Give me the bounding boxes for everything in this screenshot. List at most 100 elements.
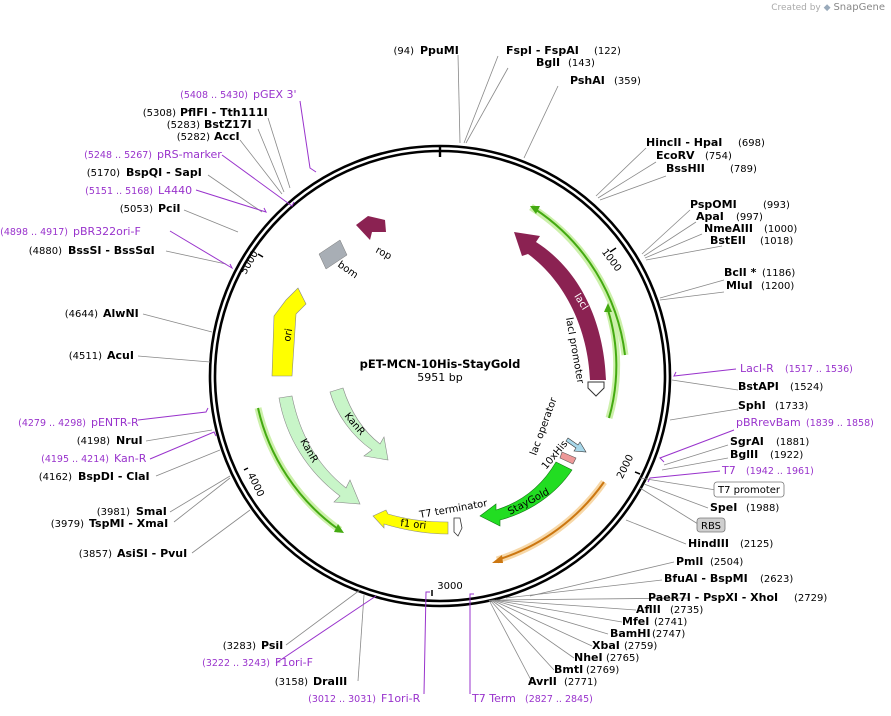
- svg-text:(4644): (4644): [65, 309, 98, 320]
- site-ppumi[interactable]: (94)PpuMI: [393, 44, 458, 57]
- svg-text:MluI: MluI: [726, 279, 753, 292]
- site-bspqi[interactable]: (5170) BspQI - SapI: [87, 166, 202, 179]
- orf-arc-top-right: [529, 204, 629, 356]
- site-bsshii[interactable]: BssHII(789): [666, 162, 757, 175]
- site-pspomi[interactable]: PspOMI(993): [690, 198, 790, 211]
- site-bmti[interactable]: BmtI(2769): [554, 663, 619, 676]
- site-bfuai[interactable]: BfuAI - BspMI(2623): [664, 572, 793, 585]
- svg-text:TspMI - XmaI: TspMI - XmaI: [89, 517, 168, 530]
- svg-text:BfuAI - BspMI: BfuAI - BspMI: [664, 572, 748, 585]
- svg-text:(3979): (3979): [51, 519, 84, 530]
- site-mfei[interactable]: MfeI(2741): [622, 615, 687, 628]
- site-bgli[interactable]: BglI(143): [536, 56, 595, 69]
- t7-promoter-box[interactable]: T7 promoter: [639, 477, 785, 498]
- site-bcli[interactable]: BclI *(1186): [724, 266, 795, 279]
- svg-text:(2769): (2769): [586, 665, 619, 676]
- svg-text:PciI: PciI: [158, 202, 180, 215]
- rop-feature[interactable]: rop: [356, 216, 393, 262]
- site-nrui[interactable]: (4198)NruI: [77, 434, 143, 447]
- site-sphi[interactable]: SphI(1733): [738, 399, 808, 412]
- svg-text:BspQI - SapI: BspQI - SapI: [126, 166, 202, 179]
- svg-text:(3222 .. 3243): (3222 .. 3243): [202, 658, 270, 669]
- site-bglii[interactable]: BglII (1922): [730, 448, 803, 461]
- site-alwni[interactable]: (4644) AlwNI: [65, 307, 139, 320]
- leader-lines: [137, 54, 739, 683]
- site-xbai[interactable]: XbaI(2759): [592, 639, 657, 652]
- svg-text:(3857): (3857): [79, 549, 112, 560]
- site-apai[interactable]: ApaI (997): [696, 210, 763, 223]
- site-paer7i[interactable]: PaeR7I - PspXI - XhoI(2729): [648, 591, 827, 604]
- ori-feature[interactable]: ori: [271, 287, 307, 377]
- sites-left: (5308)PflFI - Tth111I (5283)BstZ17I (528…: [29, 106, 348, 688]
- svg-text:(2729): (2729): [794, 593, 827, 604]
- svg-text:(997): (997): [736, 212, 763, 223]
- svg-text:pBR322ori-F: pBR322ori-F: [73, 225, 141, 238]
- site-mlui[interactable]: MluI(1200): [726, 279, 794, 292]
- svg-text:(1922): (1922): [770, 450, 803, 461]
- rbs-box[interactable]: RBS: [639, 487, 726, 533]
- site-fspi[interactable]: FspI - FspAI(122): [506, 44, 621, 57]
- svg-text:(1839 .. 1858): (1839 .. 1858): [806, 418, 874, 429]
- svg-text:(2759): (2759): [624, 641, 657, 652]
- primer-pgex3[interactable]: (5408 .. 5430)pGEX 3': [180, 88, 296, 101]
- site-asisi[interactable]: (3857)AsiSI - PvuI: [79, 547, 188, 560]
- primer-l4440[interactable]: (5151 .. 5168)L4440: [85, 184, 192, 197]
- svg-text:(5170): (5170): [87, 168, 120, 179]
- site-pshai[interactable]: PshAI(359): [570, 74, 641, 87]
- site-bspdi[interactable]: (4162)BspDI - ClaI: [39, 470, 150, 483]
- site-nhei[interactable]: NheI(2765): [574, 651, 639, 664]
- site-sgrai[interactable]: SgrAI(1881): [730, 435, 809, 448]
- site-bstapi[interactable]: BstAPI(1524): [738, 380, 823, 393]
- primer-prs-marker[interactable]: (5248 .. 5267)pRS-marker: [84, 148, 222, 161]
- svg-text:pENTR-R: pENTR-R: [91, 416, 139, 429]
- primer-pbrrevbam[interactable]: pBRrevBam(1839 .. 1858): [736, 416, 874, 429]
- site-draiii[interactable]: (3158)DraIII: [275, 675, 348, 688]
- site-pcii[interactable]: (5053)PciI: [120, 202, 181, 215]
- site-tspmi[interactable]: (3979) TspMI - XmaI: [51, 517, 168, 530]
- site-acui[interactable]: (4511)AcuI: [69, 349, 134, 362]
- site-psii[interactable]: (3283)PsiI: [223, 639, 284, 652]
- site-avrii[interactable]: AvrII(2771): [528, 675, 597, 688]
- kanr-inner-feature[interactable]: KanR: [329, 387, 389, 461]
- site-nmeaiii[interactable]: NmeAIII(1000): [704, 222, 797, 235]
- site-ecorv[interactable]: EcoRV(754): [656, 149, 732, 162]
- primer-f1ori-f[interactable]: (3222 .. 3243)F1ori-F: [202, 656, 313, 669]
- svg-text:(122): (122): [594, 46, 621, 57]
- svg-text:(5408 .. 5430): (5408 .. 5430): [180, 90, 248, 101]
- site-pmli[interactable]: PmlI(2504): [676, 555, 743, 568]
- svg-text:ApaI: ApaI: [696, 210, 724, 223]
- site-hincii[interactable]: HincII - HpaI(698): [646, 136, 765, 149]
- primer-f1ori-r[interactable]: (3012 .. 3031)F1ori-R: [308, 692, 420, 705]
- site-aflii[interactable]: AflII(2735): [636, 603, 703, 616]
- primer-pentr-r[interactable]: (4279 .. 4298)pENTR-R: [18, 416, 139, 429]
- site-bstz17i[interactable]: (5283)BstZ17I: [167, 118, 252, 131]
- orf-arc-mid-right: [604, 303, 621, 419]
- site-pflfi[interactable]: (5308)PflFI - Tth111I: [143, 106, 268, 119]
- primer-t7-term[interactable]: T7 Term(2827 .. 2845): [471, 692, 593, 705]
- site-hindiii[interactable]: HindIII(2125): [688, 537, 773, 550]
- svg-text:(5282): (5282): [177, 132, 210, 143]
- svg-text:(2771): (2771): [564, 677, 597, 688]
- primer-laci-r[interactable]: LacI-R(1517 .. 1536): [740, 362, 853, 375]
- svg-text:BglII: BglII: [730, 448, 758, 461]
- svg-text:BssSI - BssSαI: BssSI - BssSαI: [68, 244, 155, 257]
- svg-text:(4511): (4511): [69, 351, 102, 362]
- site-bamhi[interactable]: BamHI(2747): [610, 627, 685, 640]
- staygold-feature[interactable]: StayGold: [479, 461, 573, 527]
- primer-t7[interactable]: T7(1942 .. 1961): [721, 464, 814, 477]
- site-bsteii[interactable]: BstEII(1018): [710, 234, 793, 247]
- primer-pbr322ori-f[interactable]: (4898 .. 4917)pBR322ori-F: [0, 225, 141, 238]
- site-spei[interactable]: SpeI(1988): [710, 501, 779, 514]
- svg-text:(3012 .. 3031): (3012 .. 3031): [308, 694, 376, 705]
- tick-3000: 3000: [437, 581, 462, 592]
- primer-kan-r[interactable]: (4195 .. 4214)Kan-R: [41, 452, 147, 465]
- site-bsssi[interactable]: (4880)BssSI - BssSαI: [29, 244, 155, 257]
- svg-text:AlwNI: AlwNI: [103, 307, 139, 320]
- site-smai[interactable]: (3981)SmaI: [97, 505, 167, 518]
- site-acci[interactable]: (5282)AccI: [177, 130, 240, 143]
- svg-text:BstAPI: BstAPI: [738, 380, 779, 393]
- bom-feature[interactable]: bom: [318, 239, 360, 281]
- laci-feature[interactable]: lacI: [514, 232, 606, 380]
- f1-ori-feature[interactable]: f1 ori: [372, 509, 449, 535]
- svg-text:T7 Term: T7 Term: [471, 692, 516, 705]
